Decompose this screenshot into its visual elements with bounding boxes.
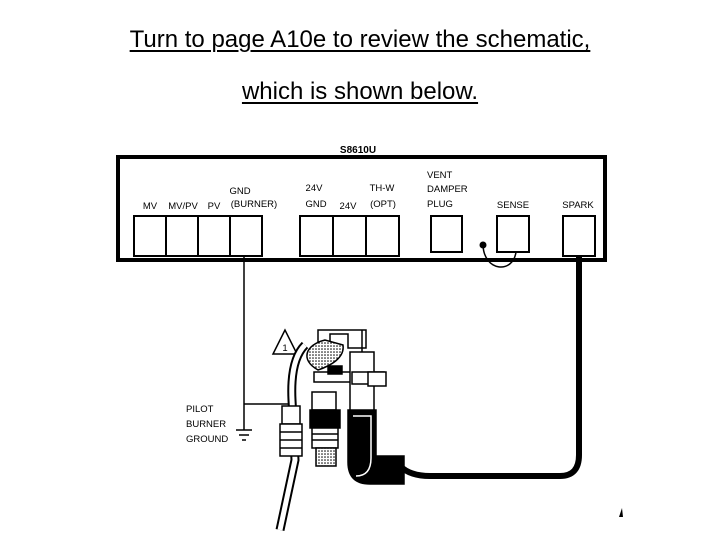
terminal-label-gnd-2: (BURNER) [231,199,277,210]
pilot-ground-label-3: GROUND [186,434,228,445]
socket-spark [562,215,596,257]
edge-mark [619,508,623,517]
module-title: S8610U [340,145,376,156]
sense-jumper-wire [482,244,517,268]
terminal-label-thw-1: TH-W [370,183,395,194]
socket-gnd [229,215,263,257]
terminal-label-24v-gnd-1: 24V [306,183,324,194]
caption-line-2: which is shown below. [241,78,479,105]
pilot-ground-label-1: PILOT [186,404,214,415]
pilot-ground-label-2: BURNER [186,419,226,430]
terminal-label-vent-1: VENT [427,170,453,181]
terminal-label-24v-gnd-2: GND [305,199,326,210]
terminal-sockets [133,215,596,257]
terminal-label-mv: MV [143,201,158,212]
terminal-label-gnd-1: GND [229,186,250,197]
spark-cable [397,256,582,479]
socket-24v-gnd [299,215,334,257]
terminal-label-spark: SPARK [562,200,594,211]
socket-mv [133,215,167,257]
warning-triangle-icon [271,328,299,355]
terminal-label-thw-2: (OPT) [370,199,396,210]
terminal-label-mvpv: MV/PV [168,201,198,212]
caption-line-1: Turn to page A10e to review the schemati… [129,26,591,53]
spark-boot [347,409,405,485]
socket-24v [332,215,367,257]
terminal-label-24v: 24V [340,201,358,212]
socket-vent-plug [430,215,463,253]
terminal-label-vent-2: DAMPER [427,184,468,195]
warning-symbol-number: 1 [282,343,287,354]
terminal-label-sense: SENSE [497,200,529,211]
ground-symbol [236,429,252,441]
pilot-burner-assembly [275,329,405,531]
terminal-label-pv: PV [208,201,221,212]
socket-mvpv [165,215,199,257]
pilot-nut [311,391,337,411]
socket-sense [496,215,530,253]
socket-pv [197,215,231,257]
socket-thw [365,215,400,257]
pilot-orifice-fitting [281,405,301,425]
terminal-label-vent-3: PLUG [427,199,453,210]
